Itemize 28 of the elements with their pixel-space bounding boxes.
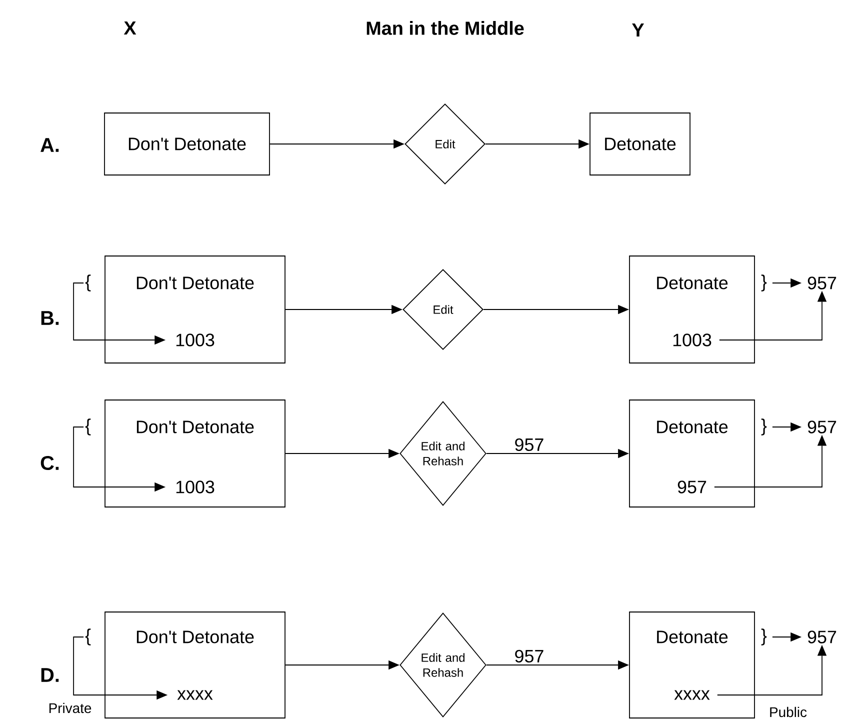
- brace: {: [85, 418, 91, 436]
- brace: }: [761, 274, 767, 292]
- brace: {: [85, 274, 91, 292]
- row-letter: A.: [40, 138, 59, 152]
- value-text: xxxx: [674, 690, 710, 700]
- value-text: xxxx: [177, 690, 213, 700]
- value-text: 957: [808, 276, 836, 290]
- brace: {: [85, 628, 91, 646]
- edge-label: 957: [513, 437, 546, 452]
- row-letter: C.: [40, 456, 59, 470]
- value-text: 1003: [176, 334, 214, 346]
- value-text: 957: [808, 630, 836, 644]
- column-header: Y: [632, 24, 644, 36]
- column-header: Man in the Middle: [366, 21, 524, 35]
- process-box: Detonate: [590, 112, 690, 176]
- process-box: Don't Detonate: [104, 112, 270, 176]
- row-letter: B.: [41, 311, 59, 325]
- edge-label: 957: [513, 648, 546, 664]
- value-text: 957: [808, 420, 836, 434]
- side-label: Public: [770, 706, 807, 718]
- value-text: 1003: [176, 480, 214, 494]
- row-letter: D.: [41, 668, 59, 682]
- value-text: 1003: [673, 334, 712, 346]
- brace: }: [761, 418, 767, 436]
- brace: }: [761, 628, 767, 646]
- value-text: 957: [678, 480, 706, 494]
- side-label: Private: [49, 702, 92, 714]
- column-header: X: [124, 22, 136, 34]
